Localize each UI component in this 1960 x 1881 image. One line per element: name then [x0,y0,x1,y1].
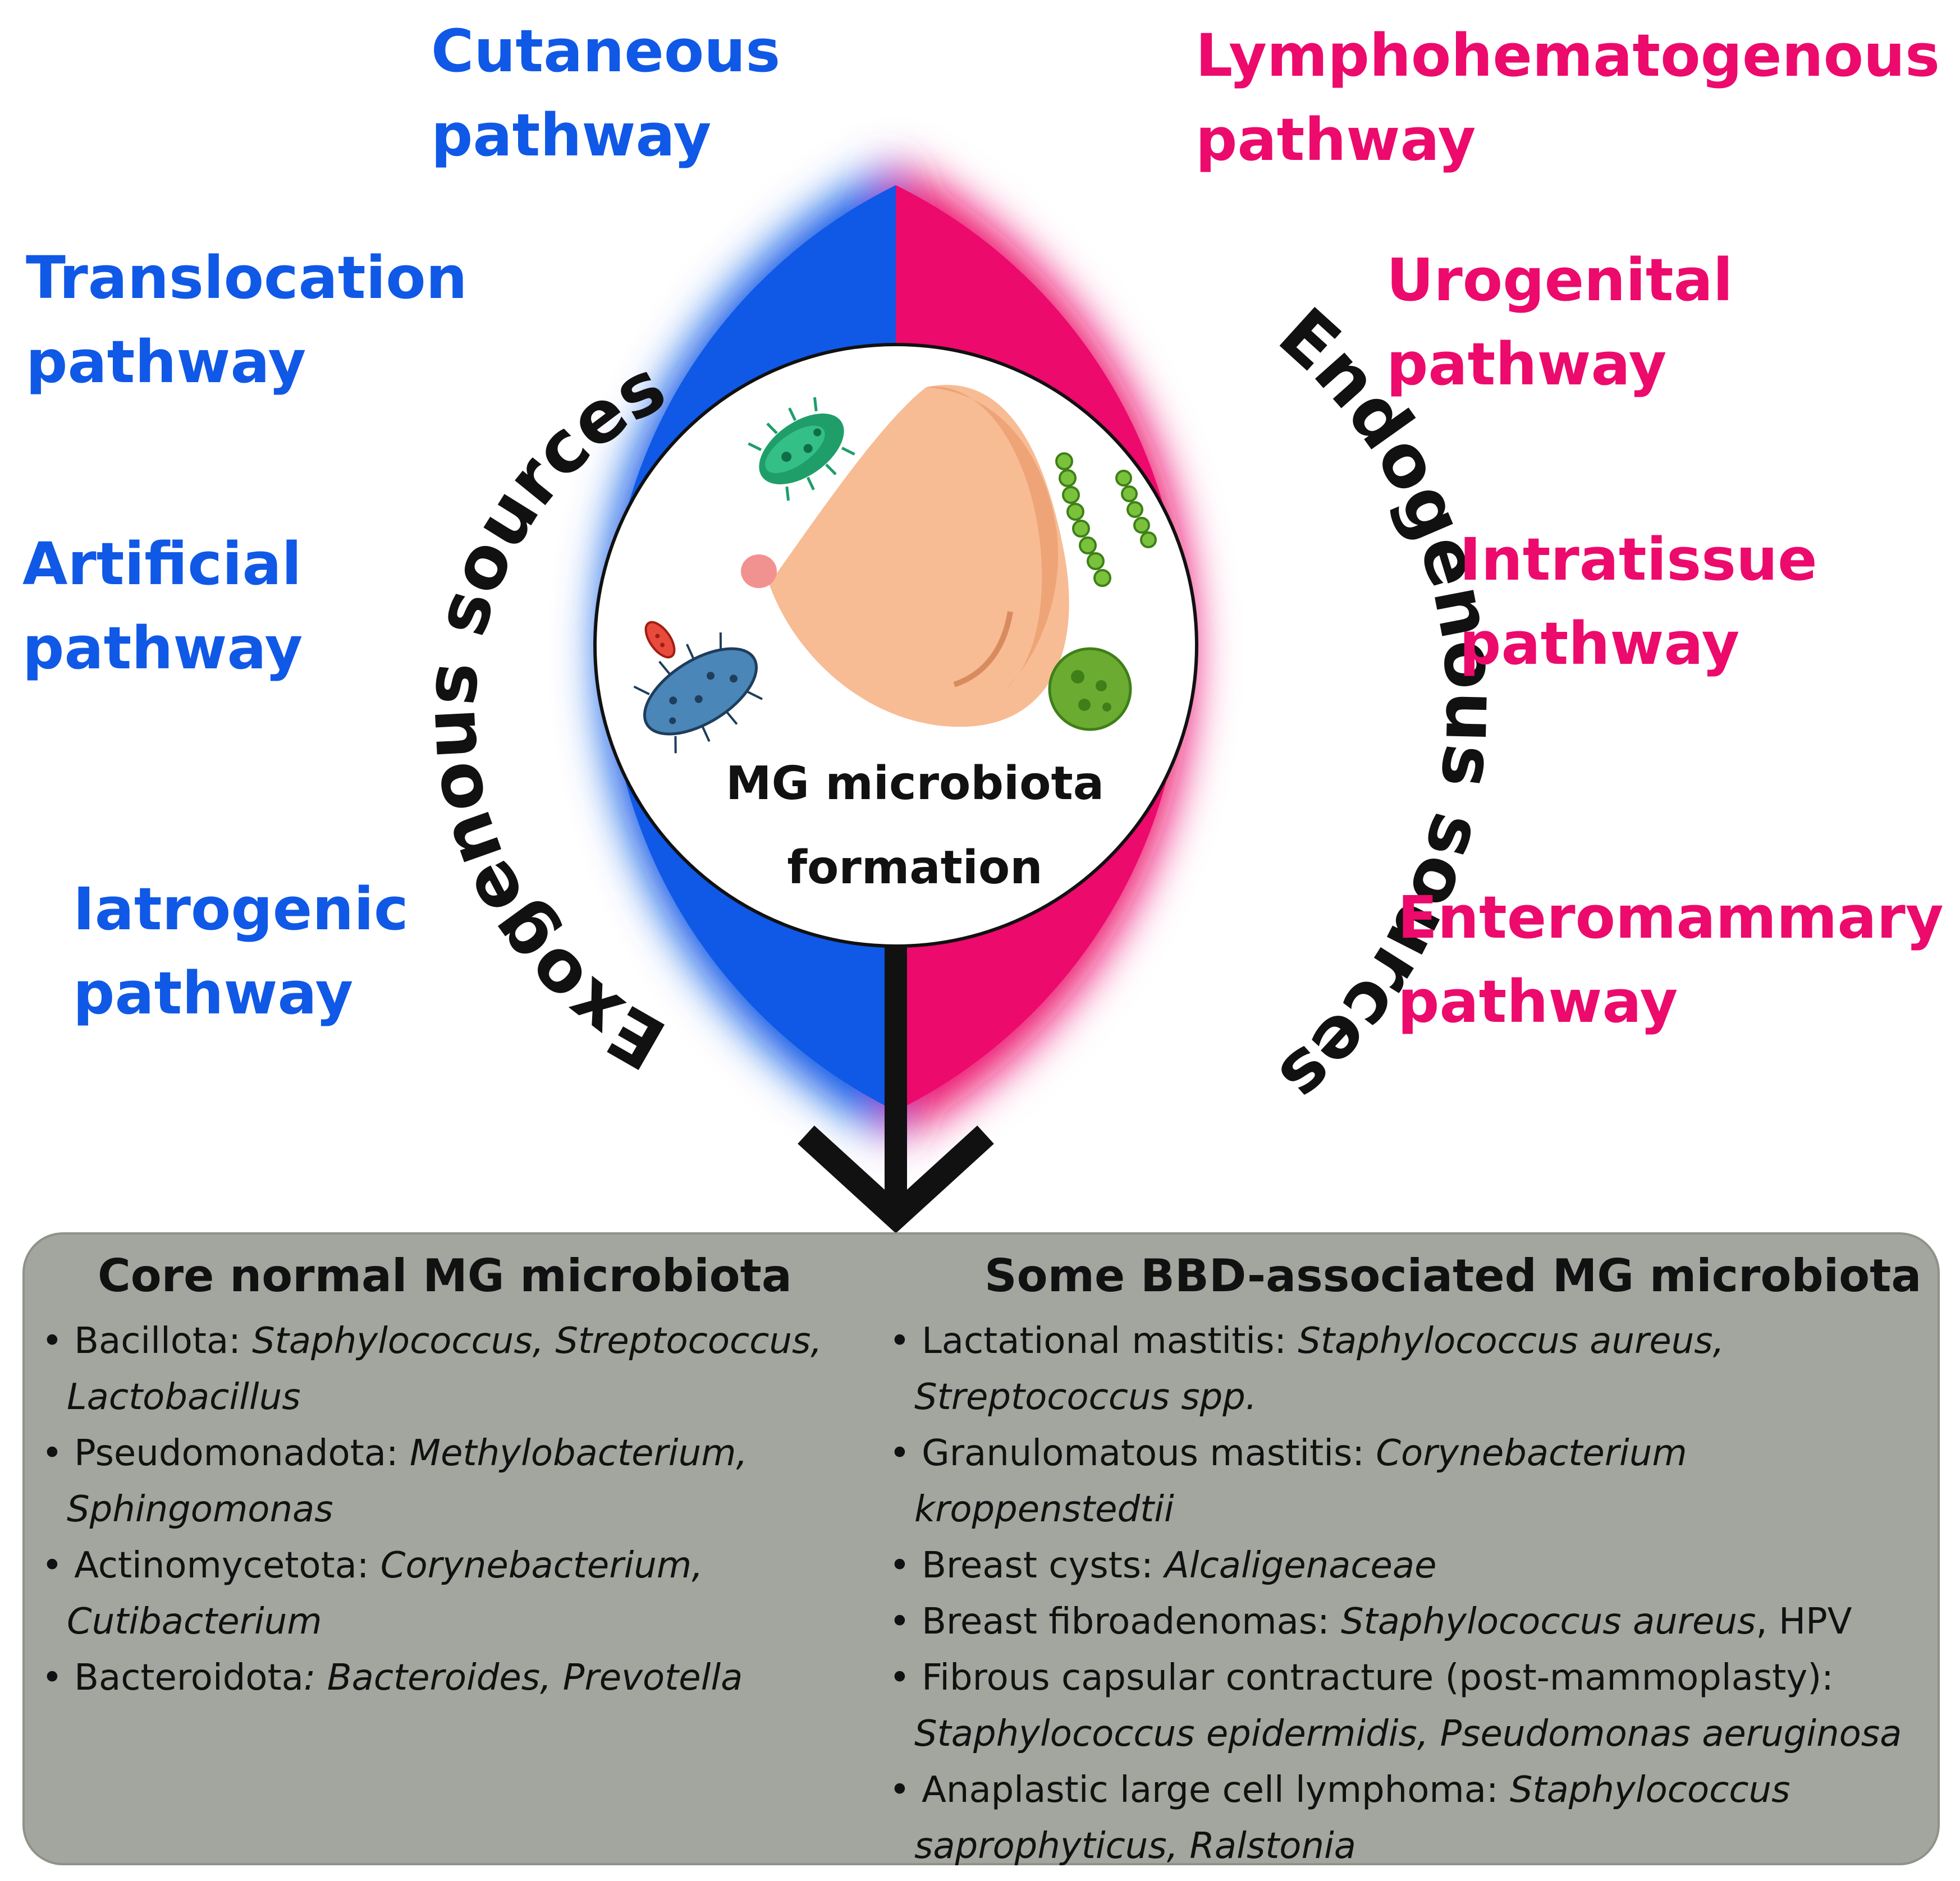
list-item: • Breast cysts: Alcaligenaceae [889,1545,1437,1586]
urogenital-pathway-label: Urogenital pathway [1386,246,1733,398]
list-item: • Bacteroidota: Bacteroides, Prevotella [42,1657,743,1699]
translocation-pathway-label: Translocation pathway [26,244,468,396]
bbd-microbiota-list: • Lactational mastitis: Staphylococcus a… [889,1313,1933,1874]
down-arrow-icon [798,946,994,1233]
list-item: • Pseudomonadota: Methylobacterium,Sphin… [42,1433,748,1530]
small-bacterium-icon [644,621,676,659]
core-microbiota-column: Core normal MG microbiota • Bacillota: S… [42,1239,900,1706]
list-item: • Anaplastic large cell lymphoma: Staphy… [889,1769,1790,1867]
coccus-icon [1048,647,1132,731]
bacillus-icon [748,397,855,501]
list-item: • Bacillota: Staphylococcus, Streptococc… [42,1320,822,1418]
core-microbiota-list: • Bacillota: Staphylococcus, Streptococc… [42,1313,900,1706]
bbd-microbiota-title: Some BBD-associated MG microbiota [984,1250,1922,1302]
ring-diagram: Exogenous sources Endogenous sources [408,163,1514,1233]
iatrogenic-pathway-label: Iatrogenic pathway [73,875,409,1027]
bbd-microbiota-column: Some BBD-associated MG microbiota • Lact… [889,1239,1933,1874]
chain-bacteria-icon [1055,452,1157,587]
artificial-pathway-label: Artificial pathway [22,530,303,682]
lymphohematogenous-pathway-label: Lymphohematogenous pathway [1196,21,1940,174]
list-item: • Lactational mastitis: Staphylococcus a… [889,1320,1724,1418]
core-microbiota-title: Core normal MG microbiota [98,1250,792,1302]
enteromammary-pathway-label: Enteromammary pathway [1398,883,1944,1036]
intratissue-pathway-label: Intratissue pathway [1459,525,1817,678]
list-item: • Actinomycetota: Corynebacterium,Cutiba… [42,1545,703,1643]
microbiota-info-panel: Core normal MG microbiota • Bacillota: S… [22,1232,1940,1867]
list-item: • Fibrous capsular contracture (post-mam… [889,1657,1902,1755]
cutaneous-pathway-label: Cutaneous pathway [431,17,781,169]
list-item: • Breast fibroadenomas: Staphylococcus a… [889,1601,1852,1643]
breast-icon [741,384,1069,727]
center-caption: MG microbiota formation [725,757,1105,894]
list-item: • Granulomatous mastitis: Corynebacteriu… [889,1433,1687,1530]
rod-bacterium-icon [633,632,763,754]
